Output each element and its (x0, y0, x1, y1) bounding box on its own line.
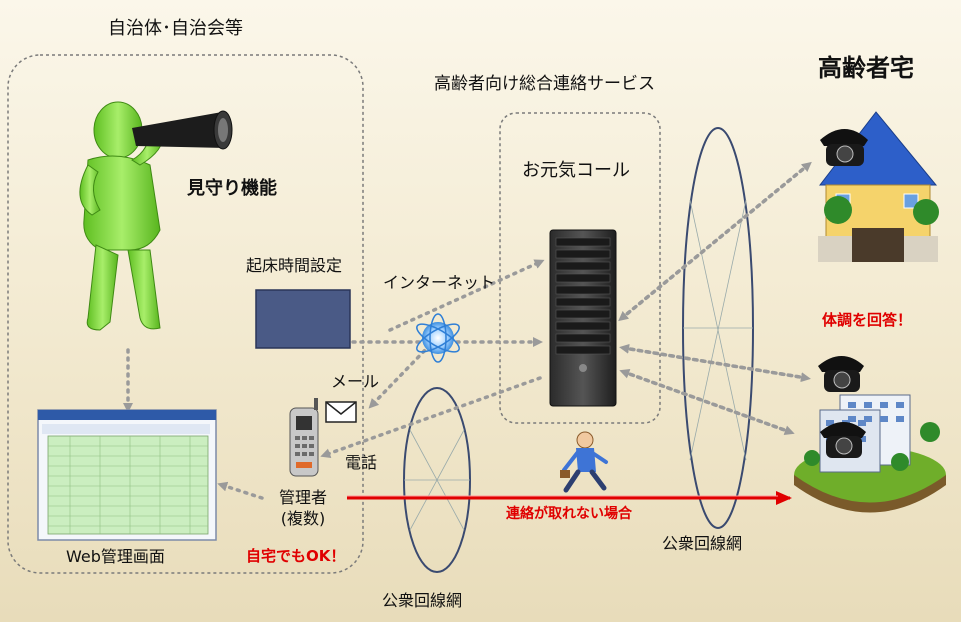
elderly-home-label: 高齢者宅 (818, 54, 914, 82)
apartment-server-arrow (619, 343, 808, 380)
ok-from-home-label: 自宅でもOK！ (246, 547, 346, 565)
elderly-house-icon (818, 111, 939, 262)
public-network-right-ellipse (682, 127, 754, 529)
public-network-left-ellipse (403, 387, 471, 573)
mail-envelope-icon (325, 401, 357, 423)
internet-to-server-arrow (388, 259, 545, 332)
mail-label: メール (331, 372, 380, 391)
apartment-phone-icon-1 (818, 356, 864, 392)
web-admin-screenshot (37, 409, 217, 541)
local-gov-label: 自治体･自治会等 (108, 18, 243, 39)
manager-label: 管理者 (複数) (268, 490, 338, 527)
running-person-icon (560, 431, 608, 493)
server-icon (549, 229, 617, 407)
web-admin-label: Web管理画面 (66, 547, 165, 566)
phone-label: 電話 (345, 453, 378, 472)
apartment-complex-icon (794, 394, 946, 513)
wake-time-panel (255, 289, 351, 349)
wake-time-setting-label: 起床時間設定 (246, 256, 343, 275)
answer-health-label: 体調を回答！ (822, 311, 913, 329)
mobile-phone-icon (289, 398, 319, 477)
telescope-icon (132, 110, 233, 150)
house-phone-icon (820, 129, 868, 166)
manager-to-admin-arrow (217, 481, 264, 500)
dotted-connections (123, 161, 812, 500)
public-network-left-label: 公衆回線網 (382, 591, 463, 610)
public-network-right-label: 公衆回線網 (662, 534, 743, 553)
unreachable-label: 連絡が取れない場合 (506, 506, 632, 522)
watch-function-label: 見守り機能 (187, 178, 277, 199)
green-figure-telescope (79, 101, 163, 331)
apartment-server-back-arrow (619, 368, 792, 434)
manager-label-line1: 管理者 (278, 488, 327, 507)
internet-globe-icon (416, 313, 460, 363)
internet-label: インターネット (383, 273, 496, 292)
service-title-label: 高齢者向け総合連絡サービス (434, 74, 655, 94)
server-to-house-arrow (620, 161, 812, 320)
genki-call-label: お元気コール (522, 160, 630, 181)
manager-label-line2: (複数) (280, 509, 326, 528)
internet-to-mail-arrow (368, 343, 432, 409)
server-to-phone-arrow (320, 376, 542, 459)
local-gov-group-box (7, 54, 364, 574)
apartment-phone-icon-2 (820, 422, 866, 458)
